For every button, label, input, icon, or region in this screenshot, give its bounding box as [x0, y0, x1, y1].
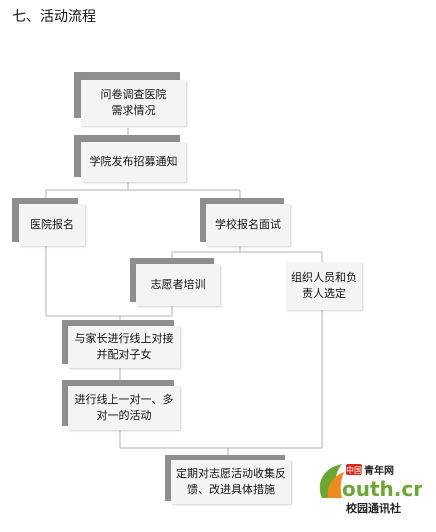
- node-text-line: 需求情况: [111, 104, 156, 117]
- node-text-line: 问卷调查医院: [100, 88, 167, 101]
- logo-leaf-orange: [327, 472, 344, 498]
- node-text-line: 定期对志愿活动收集反: [176, 467, 286, 480]
- node-text-line: 学院发布招募通知: [89, 155, 178, 168]
- node-text-line: 学校报名面试: [215, 218, 281, 231]
- node-text-line: 对一的活动: [96, 409, 152, 422]
- section-title: 七、活动流程: [12, 9, 96, 25]
- svg-text:校园通讯社: 校园通讯社: [346, 501, 401, 515]
- node-volunteer-training: 志愿者培训: [136, 264, 220, 306]
- node-text-line: 组织人员和负: [291, 271, 357, 284]
- svg-text:中国: 中国: [346, 465, 362, 475]
- node-text-line: 并配对子女: [96, 348, 152, 361]
- svg-text:青年网: 青年网: [364, 464, 394, 477]
- node-online-one-to-one-activity: 进行线上一对一、多对一的活动: [68, 386, 180, 430]
- node-survey-hospital-needs: 问卷调查医院需求情况: [81, 80, 186, 126]
- node-text-line: 责人选定: [302, 287, 346, 300]
- node-text-line: 与家长进行线上对接: [74, 332, 174, 345]
- node-text-line: 志愿者培训: [150, 278, 206, 291]
- youth-cn-logo: 中国 青年网 outh.cn 校园通讯社: [319, 464, 422, 515]
- node-hospital-registration: 医院报名: [19, 204, 85, 246]
- node-college-recruitment-notice: 学院发布招募通知: [81, 142, 186, 182]
- node-organize-staff-leaders: 组织人员和负责人选定: [286, 262, 362, 310]
- node-periodic-feedback-improve: 定期对志愿活动收集反馈、改进具体措施: [171, 460, 291, 504]
- logo-red-badge: [346, 464, 362, 475]
- svg-text:outh.cn: outh.cn: [342, 477, 422, 501]
- node-text-line: 馈、改进具体措施: [187, 483, 275, 496]
- node-online-parent-matching: 与家长进行线上对接并配对子女: [68, 326, 180, 368]
- node-school-registration-interview: 学校报名面试: [206, 204, 290, 246]
- node-text-line: 医院报名: [30, 218, 74, 231]
- node-text-line: 进行线上一对一、多: [74, 393, 174, 406]
- logo-leaf-green: [319, 464, 342, 498]
